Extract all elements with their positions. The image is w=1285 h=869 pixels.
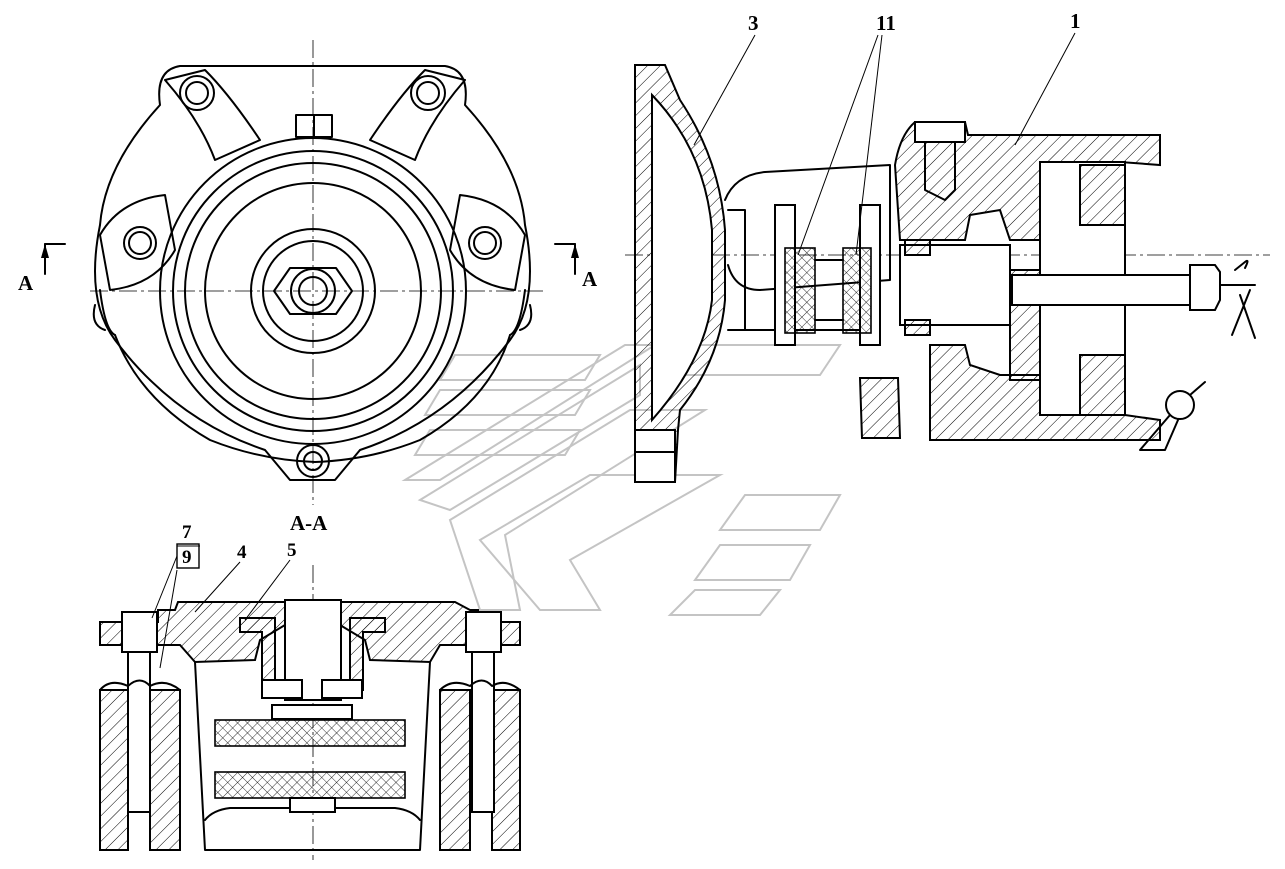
callout-5: 5	[287, 540, 297, 561]
callout-7: 7	[182, 522, 192, 543]
callouts-bottom: 7 9 4 5	[151, 522, 297, 669]
callout-11: 11	[876, 11, 896, 35]
section-marker-right: A	[554, 243, 598, 291]
callout-3: 3	[748, 11, 759, 35]
section-a-a-view: A-A	[99, 511, 521, 860]
front-view	[90, 40, 545, 505]
view-label-a-left: A	[18, 271, 34, 295]
callout-4: 4	[237, 542, 247, 563]
section-marker-left: A	[18, 243, 66, 295]
view-label-a-right: A	[582, 267, 598, 291]
section-title: A-A	[290, 511, 328, 535]
callouts-top: 3 11 1	[693, 9, 1081, 256]
side-section-view	[625, 64, 1270, 483]
callout-9: 9	[182, 547, 192, 568]
callout-1: 1	[1070, 9, 1081, 33]
